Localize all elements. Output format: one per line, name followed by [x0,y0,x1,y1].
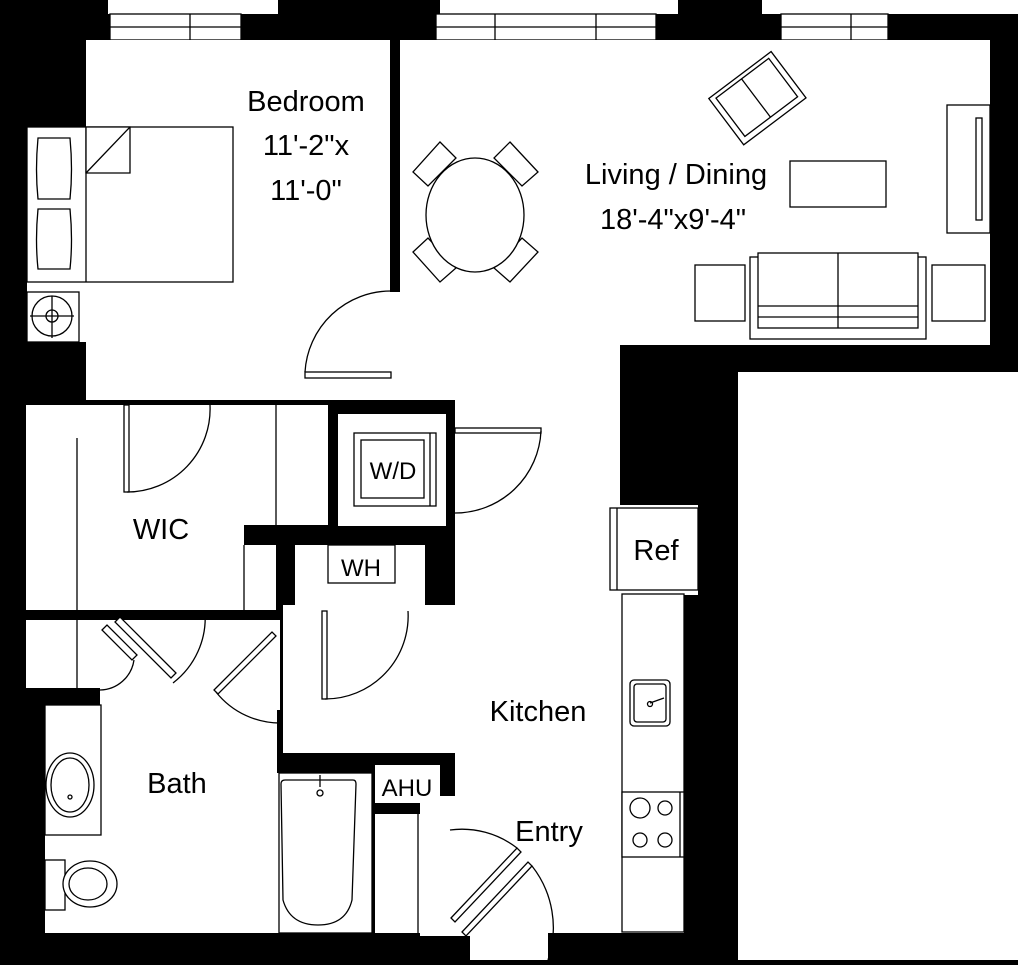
exterior-top-mid [440,0,678,14]
ahu-closet [375,765,440,803]
wic-label: WIC [133,514,189,546]
chair-icon [493,141,539,187]
entry-door[interactable] [449,828,554,961]
bath-label: Bath [147,768,207,800]
side-table [931,264,986,322]
bath-door[interactable] [213,631,284,724]
washer-dryer: W/D [353,432,437,507]
chair-icon [412,141,457,187]
kitchen-floor [455,398,620,933]
bedroom-door[interactable] [304,290,392,379]
window-living-right [780,13,889,41]
side-table [694,264,746,322]
lamp-icon [26,291,80,343]
toilet-icon [44,859,118,911]
entry-label: Entry [515,816,583,848]
window-bedroom [109,13,242,41]
kitchen-sink-icon [629,679,671,727]
bedroom-dims-line2: 11'-0" [270,175,342,207]
pillow-icon [35,137,73,200]
bathtub-icon [278,772,373,934]
wic-door[interactable] [123,404,211,493]
wic-floor [26,405,116,610]
wd-closet-door[interactable] [454,427,542,514]
wd-label: W/D [370,458,417,485]
dining-table [412,141,539,283]
bath-vanity [44,704,102,836]
exterior-lower-right [738,372,1018,960]
ref-label: Ref [633,535,679,567]
window-living-left [435,13,657,41]
living-dims: 18'-4"x9'-4" [600,204,746,236]
wh-label: WH [341,555,381,582]
wic-bath-door[interactable] [114,611,206,684]
tv-console [946,104,991,234]
refrigerator: Ref [609,507,699,591]
sofa [694,252,986,340]
ahu-label: AHU [382,775,433,802]
water-heater: WH [327,544,396,584]
exterior-top-right [762,0,1018,14]
wh-closet-door[interactable] [321,610,409,700]
linen-closet-door[interactable] [99,624,138,691]
exterior-top-left [108,0,278,14]
bedroom-dims-line1: 11'-2"x [263,130,350,162]
pillow-icon [35,208,73,270]
bed [26,126,234,283]
coffee-table [789,160,887,208]
bedroom-label: Bedroom [247,86,365,118]
kitchen-counter [621,593,685,933]
stove-icon [621,791,685,858]
kitchen-label: Kitchen [490,696,587,728]
armchair [707,50,807,146]
living-label: Living / Dining [585,159,767,191]
